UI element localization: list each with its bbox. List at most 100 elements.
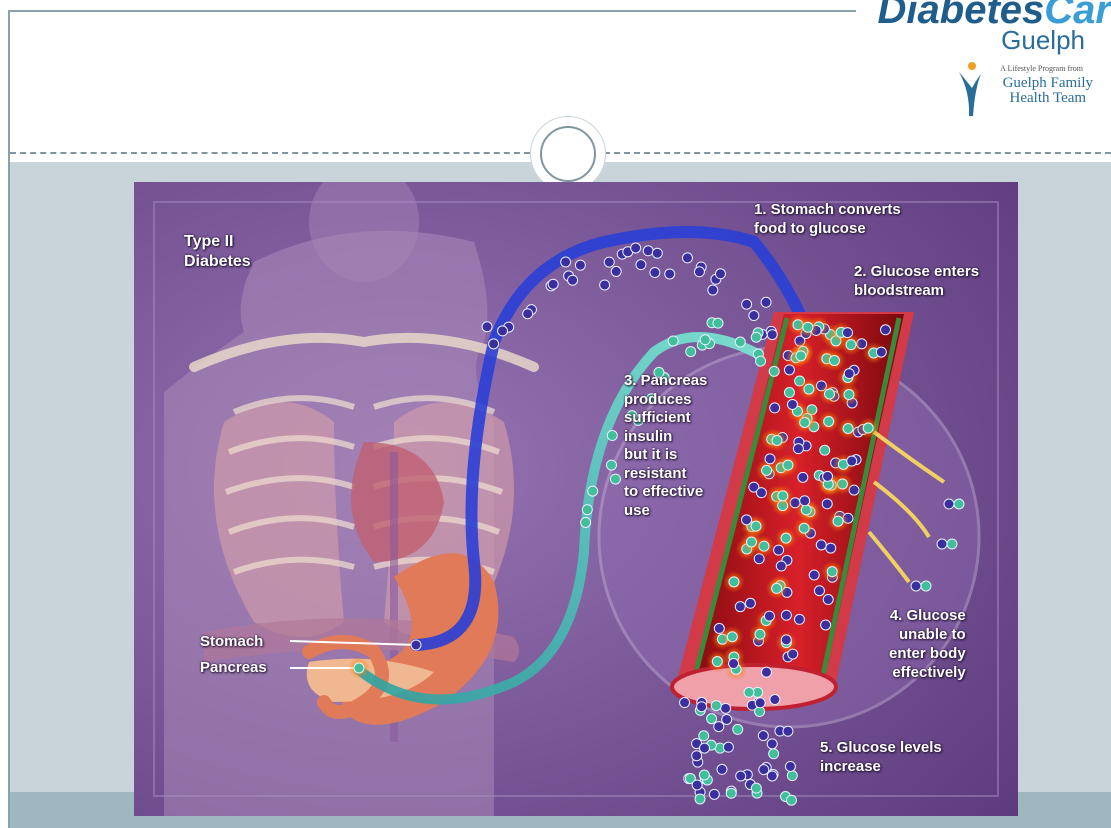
glucose-molecule: [692, 780, 702, 790]
glucose-molecule: [770, 403, 780, 413]
glucose-molecule: [744, 687, 754, 697]
glucose-molecule: [482, 322, 492, 332]
glucose-molecule: [643, 246, 653, 256]
glucose-molecule: [699, 743, 709, 753]
stomach-label: Stomach: [200, 632, 263, 651]
glucose-molecule: [769, 749, 779, 759]
glucose-molecule: [575, 260, 585, 270]
glucose-molecule: [759, 765, 769, 775]
insulin-molecule: [581, 517, 591, 527]
glucose-molecule: [767, 739, 777, 749]
glucose-molecule: [722, 714, 732, 724]
glucose-molecule: [823, 595, 833, 605]
glucose-molecule: [876, 347, 886, 357]
glucose-molecule: [770, 695, 780, 705]
insulin-molecule: [783, 460, 793, 470]
glucose-molecule: [765, 454, 775, 464]
glucose-molecule: [717, 764, 727, 774]
insulin-molecule: [801, 505, 811, 515]
glucose-molecule: [944, 499, 954, 509]
glucose-molecule: [761, 667, 771, 677]
insulin-molecule: [727, 632, 737, 642]
glucose-molecule: [498, 326, 508, 336]
insulin-molecule: [713, 318, 723, 328]
glucose-molecule: [723, 742, 733, 752]
glucose-molecule: [411, 640, 421, 650]
insulin-molecule: [827, 567, 837, 577]
glucose-molecule: [697, 702, 707, 712]
glucose-molecule: [787, 771, 797, 781]
glucose-molecule: [798, 472, 808, 482]
glucose-molecule: [695, 794, 705, 804]
glucose-molecule: [735, 602, 745, 612]
glucose-molecule: [726, 788, 736, 798]
glucose-molecule: [680, 698, 690, 708]
insulin-molecule: [772, 583, 782, 593]
glucose-molecule: [787, 399, 797, 409]
glucose-molecule: [729, 659, 739, 669]
insulin-molecule: [762, 465, 772, 475]
insulin-molecule: [686, 347, 696, 357]
glucose-molecule: [781, 610, 791, 620]
glucose-molecule: [604, 257, 614, 267]
glucose-molecule: [489, 339, 499, 349]
insulin-molecule: [863, 423, 873, 433]
header-divider-right: [604, 152, 1111, 154]
insulin-molecule: [354, 663, 364, 673]
insulin-molecule: [751, 521, 761, 531]
glucose-molecule: [715, 269, 725, 279]
insulin-molecule: [781, 533, 791, 543]
glucose-molecule: [937, 539, 947, 549]
glucose-molecule: [665, 269, 675, 279]
glucose-molecule: [742, 515, 752, 525]
insulin-molecule: [610, 474, 620, 484]
insulin-molecule: [729, 577, 739, 587]
glucose-molecule: [756, 488, 766, 498]
insulin-molecule: [784, 388, 794, 398]
glucose-molecule: [733, 724, 743, 734]
glucose-molecule: [707, 714, 717, 724]
insulin-molecule: [803, 322, 813, 332]
glucose-molecule: [842, 328, 852, 338]
insulin-molecule: [606, 460, 616, 470]
glucose-molecule: [761, 297, 771, 307]
glucose-molecule: [758, 731, 768, 741]
glucose-molecule: [783, 726, 793, 736]
glucose-molecule: [721, 703, 731, 713]
glucose-molecule: [767, 330, 777, 340]
insulin-molecule: [607, 431, 617, 441]
glucose-molecule: [793, 444, 803, 454]
glucose-molecule: [749, 311, 759, 321]
insulin-molecule: [778, 491, 788, 501]
glucose-molecule: [611, 266, 621, 276]
step-3-label: 3. Pancreas produces sufficient insulin …: [624, 372, 707, 520]
insulin-molecule: [582, 505, 592, 515]
insulin-molecule: [588, 486, 598, 496]
glucose-molecule: [881, 325, 891, 335]
insulin-molecule: [820, 445, 830, 455]
glucose-molecule: [809, 570, 819, 580]
insulin-molecule: [947, 539, 957, 549]
insulin-molecule: [954, 499, 964, 509]
glucose-molecule: [568, 275, 578, 285]
diabetes-care-logo: DiabetesCar Guelph A Lifestyle Program f…: [861, 0, 1111, 130]
glucose-molecule: [692, 751, 702, 761]
glucose-molecule: [650, 268, 660, 278]
insulin-molecule: [804, 384, 814, 394]
glucose-molecule: [911, 581, 921, 591]
logo-city: Guelph: [1001, 26, 1085, 54]
glucose-molecule: [745, 598, 755, 608]
insulin-molecule: [700, 335, 710, 345]
step-4-label: 4. Glucose unable to enter body effectiv…: [889, 606, 966, 682]
glucose-molecule: [816, 540, 826, 550]
insulin-molecule: [833, 516, 843, 526]
logo-tagline: A Lifestyle Program from: [1000, 64, 1083, 73]
glucose-molecule: [826, 543, 836, 553]
insulin-molecule: [799, 523, 809, 533]
glucose-molecule: [682, 253, 692, 263]
